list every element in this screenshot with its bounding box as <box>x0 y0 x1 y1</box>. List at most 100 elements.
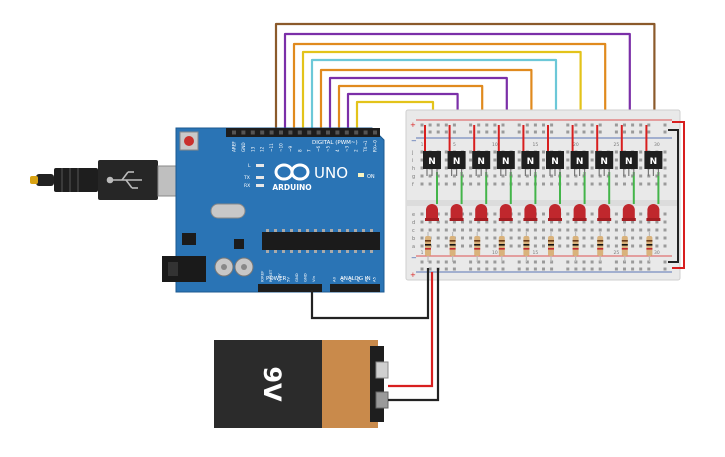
rail-hole <box>623 267 626 271</box>
breadboard-hole <box>574 182 578 186</box>
breadboard-hole <box>420 236 424 240</box>
led-rim <box>474 218 489 221</box>
voltage-regulator <box>182 233 196 245</box>
resistor-band <box>621 244 628 246</box>
breadboard-hole <box>420 158 424 162</box>
row-letter: a <box>412 244 415 250</box>
header-pin <box>269 130 274 135</box>
transistor-label: N <box>453 157 461 167</box>
rail-hole <box>501 260 505 264</box>
breadboard-hole <box>631 174 635 178</box>
breadboard-hole <box>614 228 618 232</box>
rail-hole <box>566 260 570 264</box>
breadboard-hole <box>517 212 521 216</box>
breadboard-hole <box>517 150 521 154</box>
transistor-label: N <box>477 157 485 167</box>
transistor-label: N <box>551 157 559 167</box>
breadboard-hole <box>655 236 659 240</box>
rail-hole <box>574 130 578 134</box>
header-pin-label: Vin <box>311 275 316 282</box>
breadboard-hole <box>550 228 554 232</box>
breadboard-hole <box>614 220 618 224</box>
breadboard-hole <box>647 220 651 224</box>
usb-plug-grip <box>54 168 98 192</box>
rail-hole <box>663 260 667 264</box>
breadboard-hole <box>452 220 456 224</box>
breadboard-hole <box>444 174 448 178</box>
column-number: 15 <box>533 142 539 148</box>
breadboard-hole <box>647 182 651 186</box>
rail-hole <box>452 123 456 127</box>
chip-leg <box>322 229 325 232</box>
usb-cable-tip <box>30 176 38 184</box>
rail-hole <box>452 260 456 264</box>
breadboard-hole <box>501 220 505 224</box>
header-pin-label: 13 <box>250 146 255 152</box>
rail-hole <box>485 260 489 264</box>
rail-hole <box>590 123 594 127</box>
rail-hole <box>477 123 481 127</box>
breadboard-hole <box>566 182 570 186</box>
rail-hole <box>420 130 424 134</box>
rail-hole <box>444 260 448 264</box>
breadboard-hole <box>663 150 667 154</box>
microcontroller-chip <box>262 232 380 250</box>
red-led <box>647 204 660 220</box>
rail-hole <box>525 260 529 264</box>
header-pin-label: ~6 <box>316 145 321 152</box>
red-led <box>622 204 635 220</box>
rail-hole <box>647 260 651 264</box>
usb-cable-end <box>36 174 54 186</box>
transistor-label: N <box>650 157 658 167</box>
reset-button-cap[interactable] <box>184 136 194 146</box>
battery-9v[interactable]: 9V <box>214 340 389 428</box>
header-pin-label: A0 <box>332 276 337 282</box>
breadboard-hole <box>639 244 643 248</box>
pin-to-transistor-wire <box>274 22 656 160</box>
breadboard-hole <box>590 244 594 248</box>
header-pin-label: ~11 <box>269 143 274 152</box>
power-label: POWER <box>266 276 287 282</box>
resistor-band <box>646 240 653 242</box>
breadboard-hole <box>542 236 545 240</box>
breadboard-hole <box>461 228 464 232</box>
resistor-band <box>597 240 604 242</box>
chip-leg <box>298 250 301 253</box>
breadboard-hole <box>558 244 562 248</box>
breadboard-hole <box>590 182 594 186</box>
npn-transistor <box>472 151 491 169</box>
battery-label: 9V <box>258 366 286 402</box>
arduino-logo-icon <box>274 163 310 181</box>
resistor-band <box>646 248 653 250</box>
resistor-band <box>548 244 554 246</box>
header-pin <box>232 130 236 135</box>
breadboard-hole <box>542 174 545 178</box>
breadboard-hole <box>517 228 521 232</box>
breadboard-hole <box>606 220 610 224</box>
rail-hole <box>647 267 651 271</box>
breadboard-hole <box>485 244 489 248</box>
rail-hole <box>533 260 537 264</box>
breadboard-hole <box>444 228 448 232</box>
gnd-wire <box>310 268 430 320</box>
resistor-band <box>425 244 431 246</box>
breadboard-hole <box>493 228 497 232</box>
rail-hole <box>598 267 602 271</box>
row-letter: h <box>412 166 415 172</box>
breadboard-hole <box>582 244 586 248</box>
header-pin-label: 12 <box>260 146 265 152</box>
header-pin-label: 8 <box>297 149 302 152</box>
breadboard-hole <box>469 182 473 186</box>
breadboard-hole <box>501 174 505 178</box>
breadboard-hole <box>469 158 473 162</box>
breadboard-hole <box>542 212 545 216</box>
rail-hole <box>517 267 521 271</box>
breadboard-hole <box>420 150 424 154</box>
rail-hole <box>550 267 554 271</box>
breadboard-hole <box>542 244 545 248</box>
chip-leg <box>370 250 373 253</box>
breadboard-hole <box>574 174 578 178</box>
